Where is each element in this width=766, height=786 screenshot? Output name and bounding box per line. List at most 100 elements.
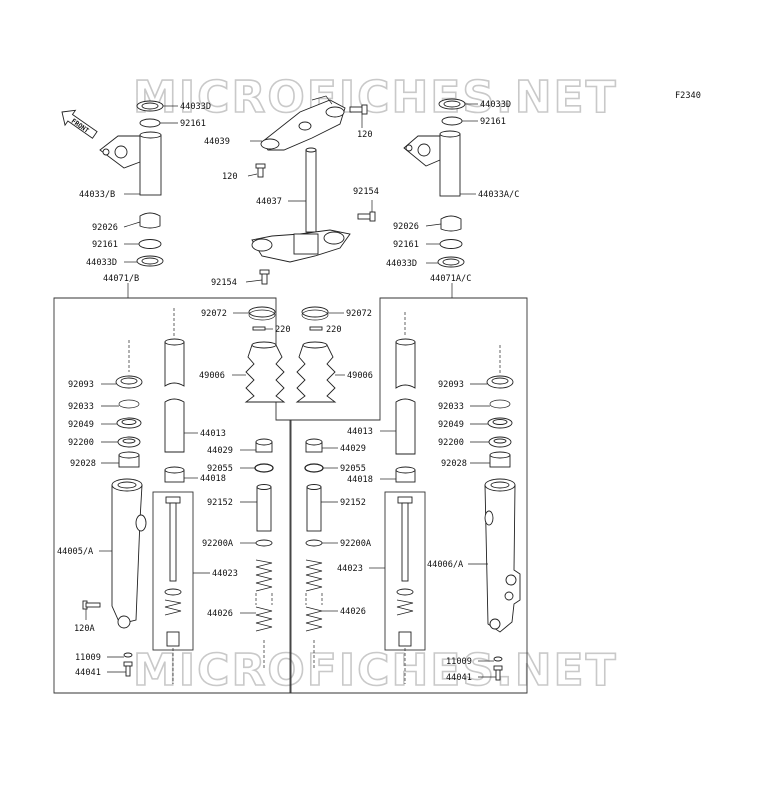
label-44026-left: 44026	[207, 609, 233, 619]
label-92161-left: 92161	[92, 240, 118, 250]
part-44013-left-inner-tube	[164, 338, 185, 453]
label-44023-left: 44023	[212, 569, 238, 579]
part-44013-right-inner-tube	[395, 338, 416, 455]
label-44018-left: 44018	[200, 474, 226, 484]
part-44026-right-spring	[305, 559, 323, 632]
label-44018-right: 44018	[347, 475, 373, 485]
label-120A: 120A	[74, 624, 96, 634]
label-49006-left: 49006	[199, 371, 225, 381]
part-92072-left-clamp	[248, 306, 276, 321]
label-11009-right: 11009	[446, 657, 472, 667]
part-120A-bolt	[82, 600, 101, 610]
part-92200-right	[488, 436, 512, 448]
watermark-top: MICROFICHES.NET	[133, 72, 618, 123]
right-fork-box	[289, 297, 528, 694]
part-92055-left-oring	[254, 463, 274, 473]
label-44033D-right: 44033D	[386, 259, 417, 269]
label-92049-right: 92049	[438, 420, 464, 430]
label-92154-right: 92154	[353, 187, 379, 197]
label-92093-right: 92093	[438, 380, 464, 390]
part-92152-left-spacer	[256, 484, 272, 532]
diagram-code: F2340	[675, 91, 701, 101]
label-44005A: 44005/A	[57, 547, 94, 557]
label-49006-right: 49006	[347, 371, 373, 381]
label-92028-right: 92028	[441, 459, 467, 469]
part-44039-upper-bracket	[260, 95, 346, 151]
part-44005A-left-outer-tube	[111, 478, 147, 629]
label-92161-top-left: 92161	[180, 119, 206, 129]
label-92200A-right: 92200A	[340, 539, 372, 549]
label-120-top: 120	[357, 130, 373, 140]
label-44033AC: 44033A/C	[478, 190, 519, 200]
label-44026-right: 44026	[340, 607, 366, 617]
label-92072-right: 92072	[346, 309, 372, 319]
label-44033D-top-right: 44033D	[480, 100, 511, 110]
part-120-top-bolt	[349, 104, 368, 115]
label-44071B: 44071/B	[103, 274, 139, 284]
part-92161-top-left	[139, 118, 161, 128]
label-92072-left: 92072	[201, 309, 227, 319]
label-92200-right: 92200	[438, 438, 464, 448]
label-44037: 44037	[256, 197, 282, 207]
part-220-right-screw	[309, 326, 323, 331]
label-92033-left: 92033	[68, 402, 94, 412]
part-92200A-right	[305, 539, 323, 547]
label-92049-left: 92049	[68, 420, 94, 430]
part-11009-right-gasket	[493, 656, 503, 662]
part-44033D-left	[136, 255, 164, 267]
part-92026-right	[440, 215, 462, 232]
part-44018-left	[164, 466, 185, 483]
label-92026-left: 92026	[92, 223, 118, 233]
label-11009-left: 11009	[75, 653, 101, 663]
label-44071AC: 44071A/C	[430, 274, 471, 284]
label-92055-right: 92055	[340, 464, 366, 474]
label-44041-left: 44041	[75, 668, 101, 678]
part-92093-right	[486, 375, 514, 389]
part-220-left-screw	[252, 326, 266, 331]
label-220-left: 220	[275, 325, 291, 335]
label-92161-right: 92161	[393, 240, 419, 250]
part-120-left-bolt	[255, 163, 266, 178]
part-92049-right	[487, 417, 513, 429]
part-92026-left	[139, 212, 161, 229]
label-44033D-left: 44033D	[86, 258, 117, 268]
part-44026-left-spring	[255, 559, 273, 632]
label-92093-left: 92093	[68, 380, 94, 390]
label-92200A-left: 92200A	[202, 539, 234, 549]
part-92028-left	[118, 451, 140, 468]
part-92093-left	[115, 375, 143, 389]
label-120-left: 120	[222, 172, 238, 182]
part-44033AC-tube	[403, 130, 461, 197]
part-92200-left	[117, 436, 141, 448]
part-92152-right-spacer	[306, 484, 322, 532]
label-92161-top-right: 92161	[480, 117, 506, 127]
label-44013-left: 44013	[200, 429, 226, 439]
part-92154-bottom-bolt	[259, 269, 270, 285]
label-44029-right: 44029	[340, 444, 366, 454]
part-92049-left	[116, 417, 142, 429]
front-arrow-icon: FRONT	[61, 109, 98, 139]
part-49006-left-boot	[244, 341, 286, 403]
part-44033D-top-right	[438, 98, 466, 110]
label-92026-right: 92026	[393, 222, 419, 232]
part-92161-top-right	[441, 116, 463, 126]
part-44033D-right	[437, 256, 465, 268]
part-92200A-left	[255, 539, 273, 547]
label-92154-bottom: 92154	[211, 278, 237, 288]
part-92028-right	[489, 451, 511, 468]
part-44041-right-bolt	[493, 665, 503, 681]
label-92152-left: 92152	[207, 498, 233, 508]
label-92028-left: 92028	[70, 459, 96, 469]
label-44033D-top-left: 44033D	[180, 102, 211, 112]
label-44006A: 44006/A	[427, 560, 464, 570]
part-44029-right-cap	[305, 438, 323, 453]
label-92033-right: 92033	[438, 402, 464, 412]
part-44018-right	[395, 466, 416, 483]
label-92055-left: 92055	[207, 464, 233, 474]
label-92152-right: 92152	[340, 498, 366, 508]
label-92200-left: 92200	[68, 438, 94, 448]
part-44033B-tube	[99, 131, 162, 196]
part-92072-right-clamp	[301, 306, 329, 321]
part-49006-right-boot	[295, 341, 337, 403]
